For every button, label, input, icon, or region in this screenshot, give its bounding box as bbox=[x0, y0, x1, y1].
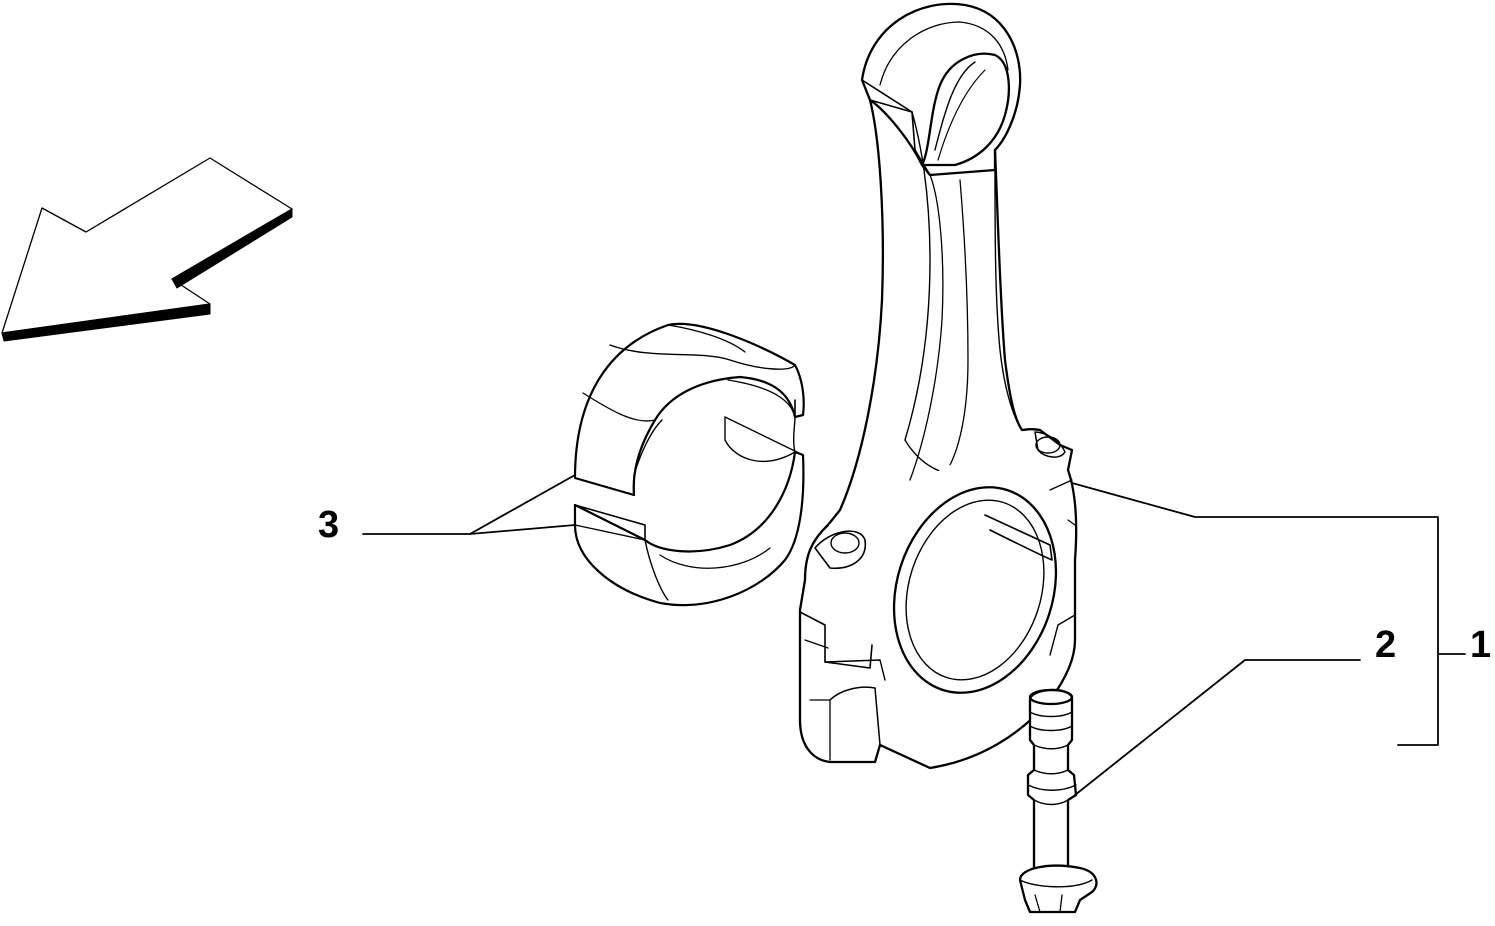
leader-line-2 bbox=[1074, 659, 1361, 796]
callout-leader-lines bbox=[362, 474, 1466, 796]
callout-2: 2 bbox=[1375, 624, 1396, 666]
front-direction-arrow-icon bbox=[1, 157, 293, 342]
leader-line-3b bbox=[469, 524, 576, 535]
rod-bolt-icon bbox=[1018, 688, 1098, 914]
upper-bearing-shell bbox=[573, 322, 805, 497]
callout-3: 3 bbox=[318, 504, 339, 546]
leader-line-1 bbox=[1071, 482, 1439, 746]
callout-1: 1 bbox=[1470, 624, 1491, 666]
connecting-rod-icon bbox=[798, 2, 1078, 770]
bearing-shell-pair-icon bbox=[573, 322, 805, 607]
leader-line-3 bbox=[362, 474, 576, 535]
lower-bearing-shell bbox=[573, 450, 805, 607]
